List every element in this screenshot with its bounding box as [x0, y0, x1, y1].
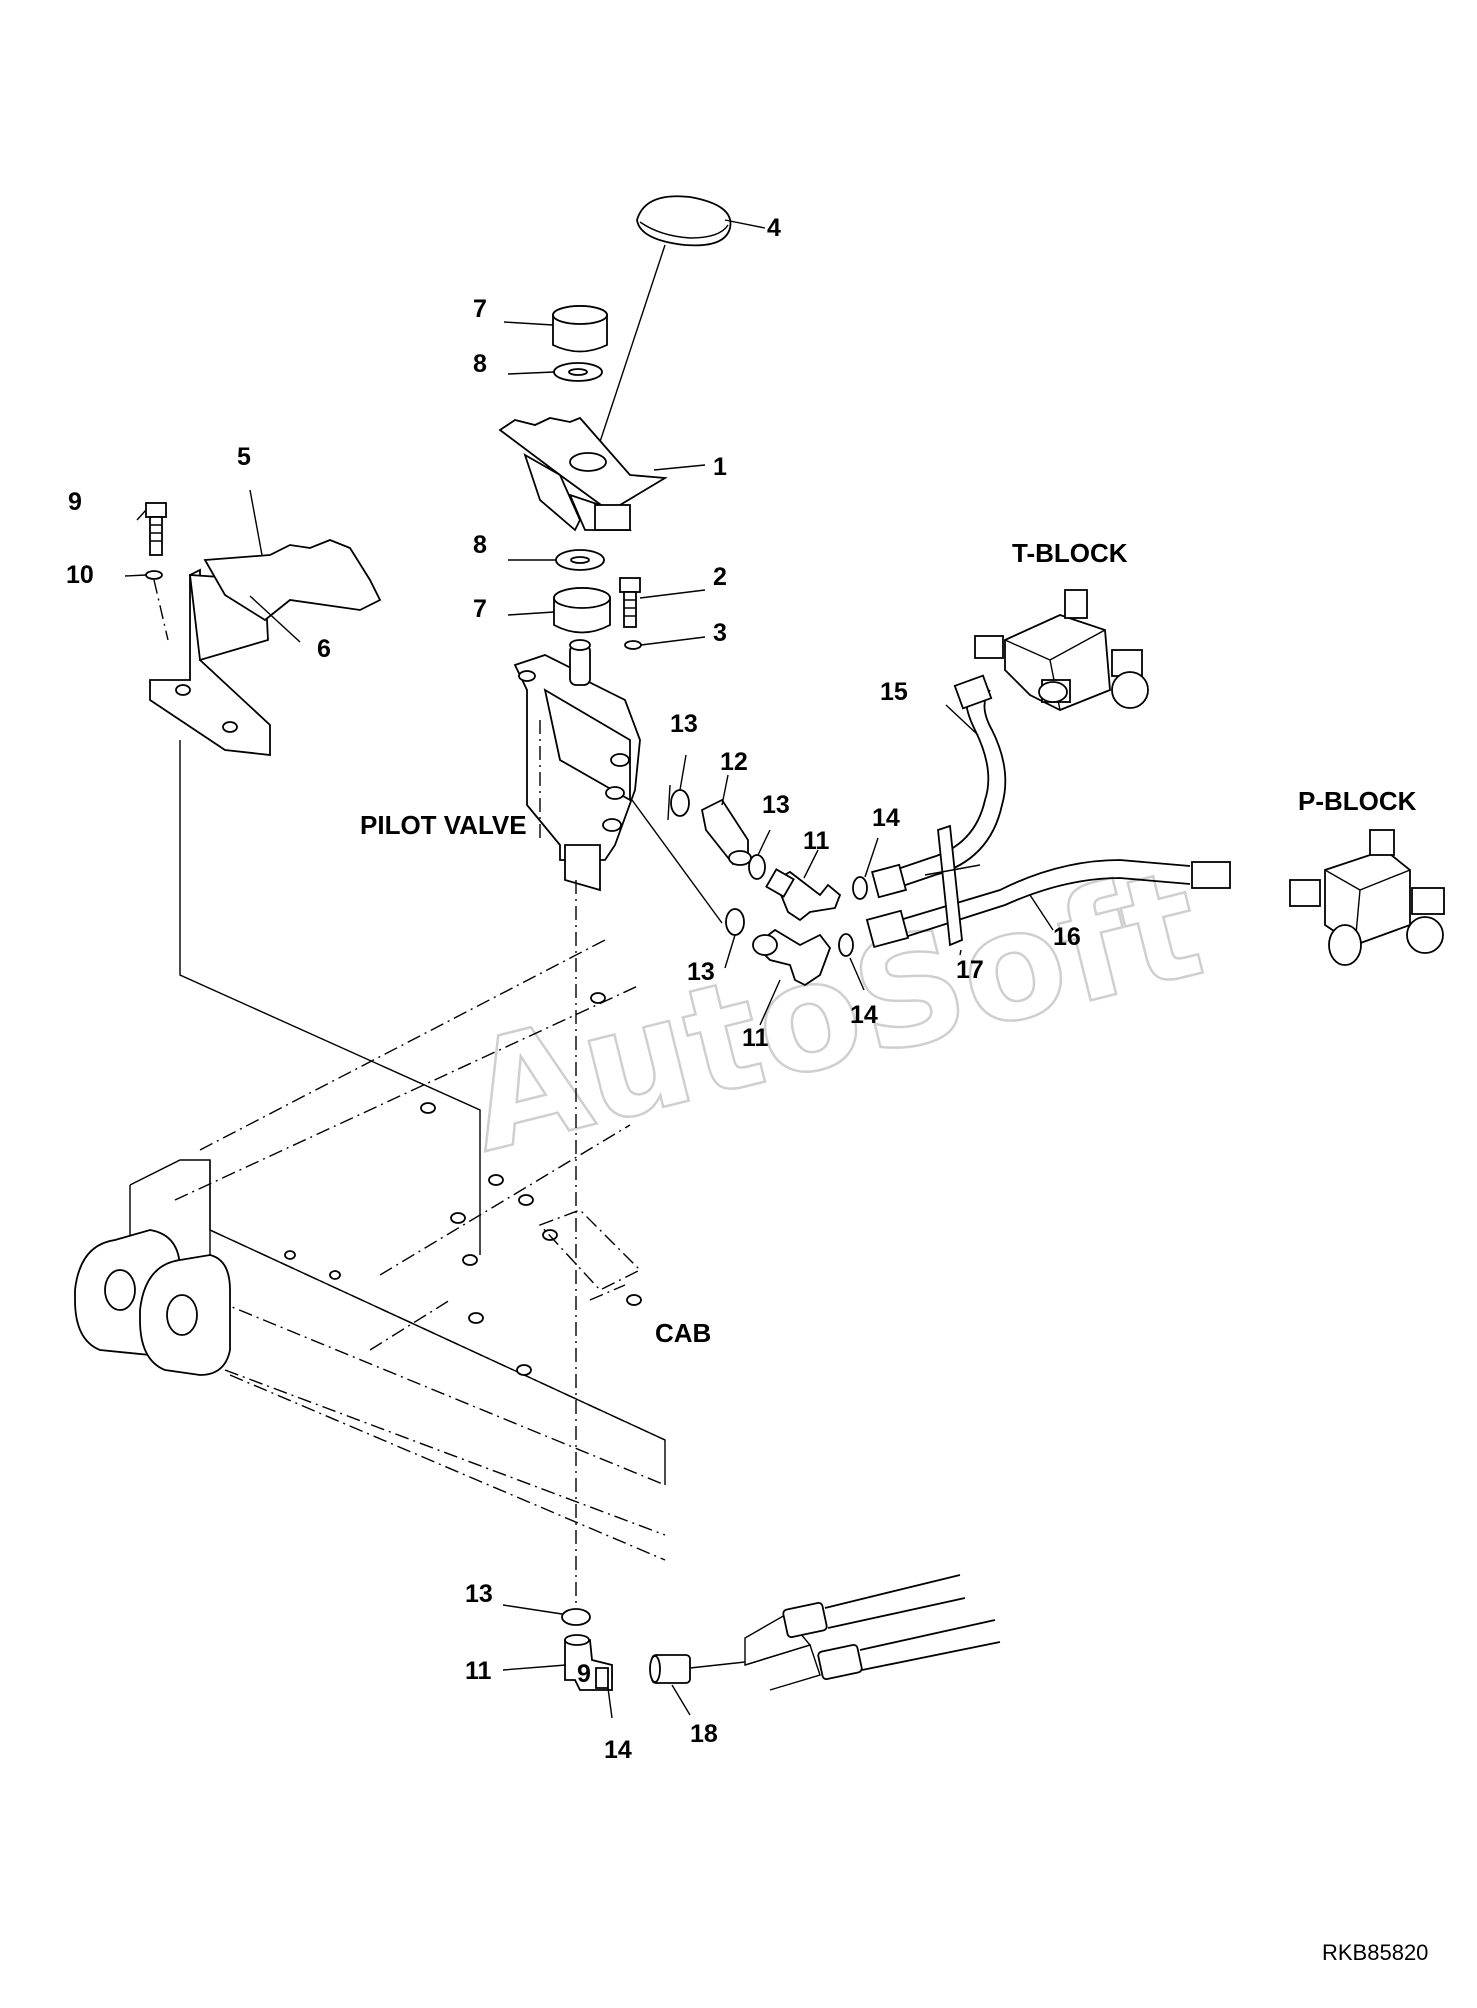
- leader-pedal-shaft: [593, 244, 666, 461]
- callout-8-lower: 8: [473, 531, 487, 559]
- callout-12: 12: [720, 748, 748, 776]
- leader-13-diagonal: [631, 799, 723, 924]
- washer-hole: [568, 368, 588, 376]
- callout-14-upper: 14: [872, 804, 900, 832]
- callout-1: 1: [713, 453, 727, 481]
- part-7-nut-top: [552, 305, 608, 353]
- callout-5: 5: [237, 443, 251, 471]
- cab-frame: [74, 939, 666, 1561]
- callout-17: 17: [956, 956, 984, 984]
- callout-10: 10: [66, 561, 94, 589]
- part-10-washer: [145, 570, 163, 580]
- callout-6: 6: [317, 635, 331, 663]
- t-block-assembly: [974, 589, 1149, 711]
- callout-7-lower: 7: [473, 595, 487, 623]
- washer-hole: [570, 556, 590, 564]
- label-pilot-valve: PILOT VALVE: [360, 810, 527, 840]
- bottom-hoses: [744, 1574, 1001, 1691]
- callout-13-bottom: 13: [465, 1580, 493, 1608]
- p-block-assembly: [1289, 829, 1445, 966]
- callout-leaders: [124, 219, 1054, 1719]
- leader-13-bracket: [667, 784, 671, 821]
- leader-6: [249, 595, 301, 643]
- part-16-hose: [865, 859, 1231, 949]
- part-13-oring-c: [725, 908, 745, 936]
- callout-18: 18: [690, 1720, 718, 1748]
- callout-16: 16: [1053, 923, 1081, 951]
- callout-13-c: 13: [687, 958, 715, 986]
- callout-numbers: 1 2 3 4 5 6 7 7 8 8 9 9 10 11 11 11 12 1…: [66, 214, 1081, 1764]
- part-11-elbow-upper: [765, 868, 842, 922]
- label-cab: CAB: [655, 1318, 711, 1348]
- part-7-nut-lower: [553, 587, 611, 634]
- part-1-pedal-plate: [498, 416, 668, 532]
- leader-10-dashed: [153, 579, 169, 641]
- leader-bracket-to-cab: [179, 740, 481, 1255]
- drawing-code: RKB85820: [1322, 1940, 1428, 1965]
- part-13-oring-a: [670, 789, 690, 817]
- callout-9-bottom: 9: [577, 1660, 591, 1688]
- callout-11-lower: 11: [742, 1024, 769, 1052]
- part-13-oring-b: [748, 854, 766, 880]
- label-p-block: P-BLOCK: [1298, 786, 1417, 816]
- part-9-fitting-bottom: [595, 1667, 609, 1689]
- part-3-washer: [624, 640, 642, 650]
- callout-13-a: 13: [670, 710, 698, 738]
- part-14-oring-upper: [852, 876, 868, 900]
- part-17-clamp: [924, 824, 981, 947]
- callout-14-bottom: 14: [604, 1736, 632, 1764]
- part-6-pedal-plate: [203, 539, 382, 622]
- callout-11-bottom: 11: [465, 1657, 492, 1685]
- callout-7-top: 7: [473, 295, 487, 323]
- part-18-connector: [649, 1654, 746, 1684]
- callout-9: 9: [68, 488, 82, 516]
- label-t-block: T-BLOCK: [1012, 538, 1128, 568]
- callout-11-upper: 11: [803, 827, 830, 855]
- callout-13-b: 13: [762, 791, 790, 819]
- part-15-hose: [871, 674, 1007, 899]
- callout-8-top: 8: [473, 350, 487, 378]
- callout-2: 2: [713, 563, 727, 591]
- part-11-elbow-lower: [752, 928, 832, 987]
- leader-1: [653, 464, 706, 471]
- part-2-bolt: [619, 577, 641, 628]
- callout-14-lower: 14: [850, 1001, 878, 1029]
- part-12-adapter: [700, 798, 752, 866]
- pilot-valve-body: [513, 639, 641, 892]
- callout-4: 4: [767, 214, 781, 242]
- callout-15: 15: [880, 678, 908, 706]
- callout-3: 3: [713, 619, 727, 647]
- part-4-pedal-pad: [636, 195, 732, 247]
- part-13-oring-bottom: [561, 1608, 591, 1626]
- part-14-oring-lower: [838, 933, 854, 957]
- part-9-bolt: [145, 502, 167, 556]
